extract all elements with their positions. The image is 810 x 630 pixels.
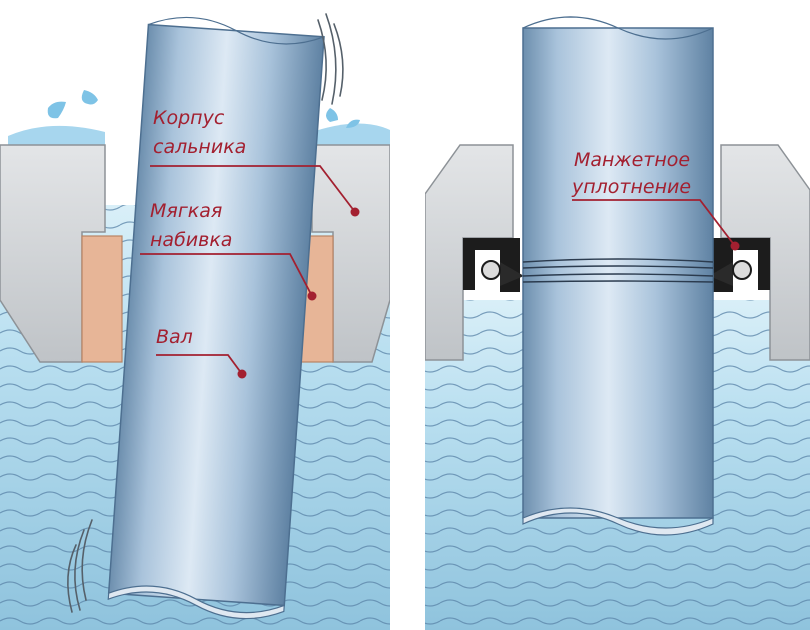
gland-housing-right xyxy=(311,144,390,363)
label-soft-packing: Мягкая набивка xyxy=(150,200,232,251)
label-shaft: Вал xyxy=(156,326,193,348)
splash-drop-icon xyxy=(326,108,338,122)
splash-drop-icon xyxy=(346,119,360,128)
panel-divider xyxy=(400,0,418,630)
water-film-right xyxy=(312,123,390,145)
shaft-tilted xyxy=(107,16,325,620)
vibration-lines-bottom xyxy=(67,519,93,613)
leader-dots-left xyxy=(237,207,360,379)
garter-spring-icon xyxy=(732,260,752,280)
splash-drop-icon xyxy=(47,101,66,119)
label-lip-seal: Манжетное уплотнение xyxy=(571,149,696,198)
soft-packing-left xyxy=(81,235,123,363)
left-panel: Корпус сальника Мягкая набивка Вал xyxy=(0,13,390,630)
leader-lines-left xyxy=(140,165,356,375)
garter-spring-icon xyxy=(481,260,501,280)
lip-seal-left xyxy=(463,238,524,292)
splash-drop-icon xyxy=(81,90,98,105)
leader-lines-right xyxy=(572,199,736,247)
label-gland-housing: Корпус сальника xyxy=(153,107,246,158)
lip-seal-right xyxy=(709,238,770,292)
right-panel: Манжетное уплотнение xyxy=(425,16,810,630)
water-film-left xyxy=(8,125,105,145)
vibration-lines-top xyxy=(317,13,344,105)
leader-dot xyxy=(730,241,740,251)
shaft-straight xyxy=(522,16,714,536)
